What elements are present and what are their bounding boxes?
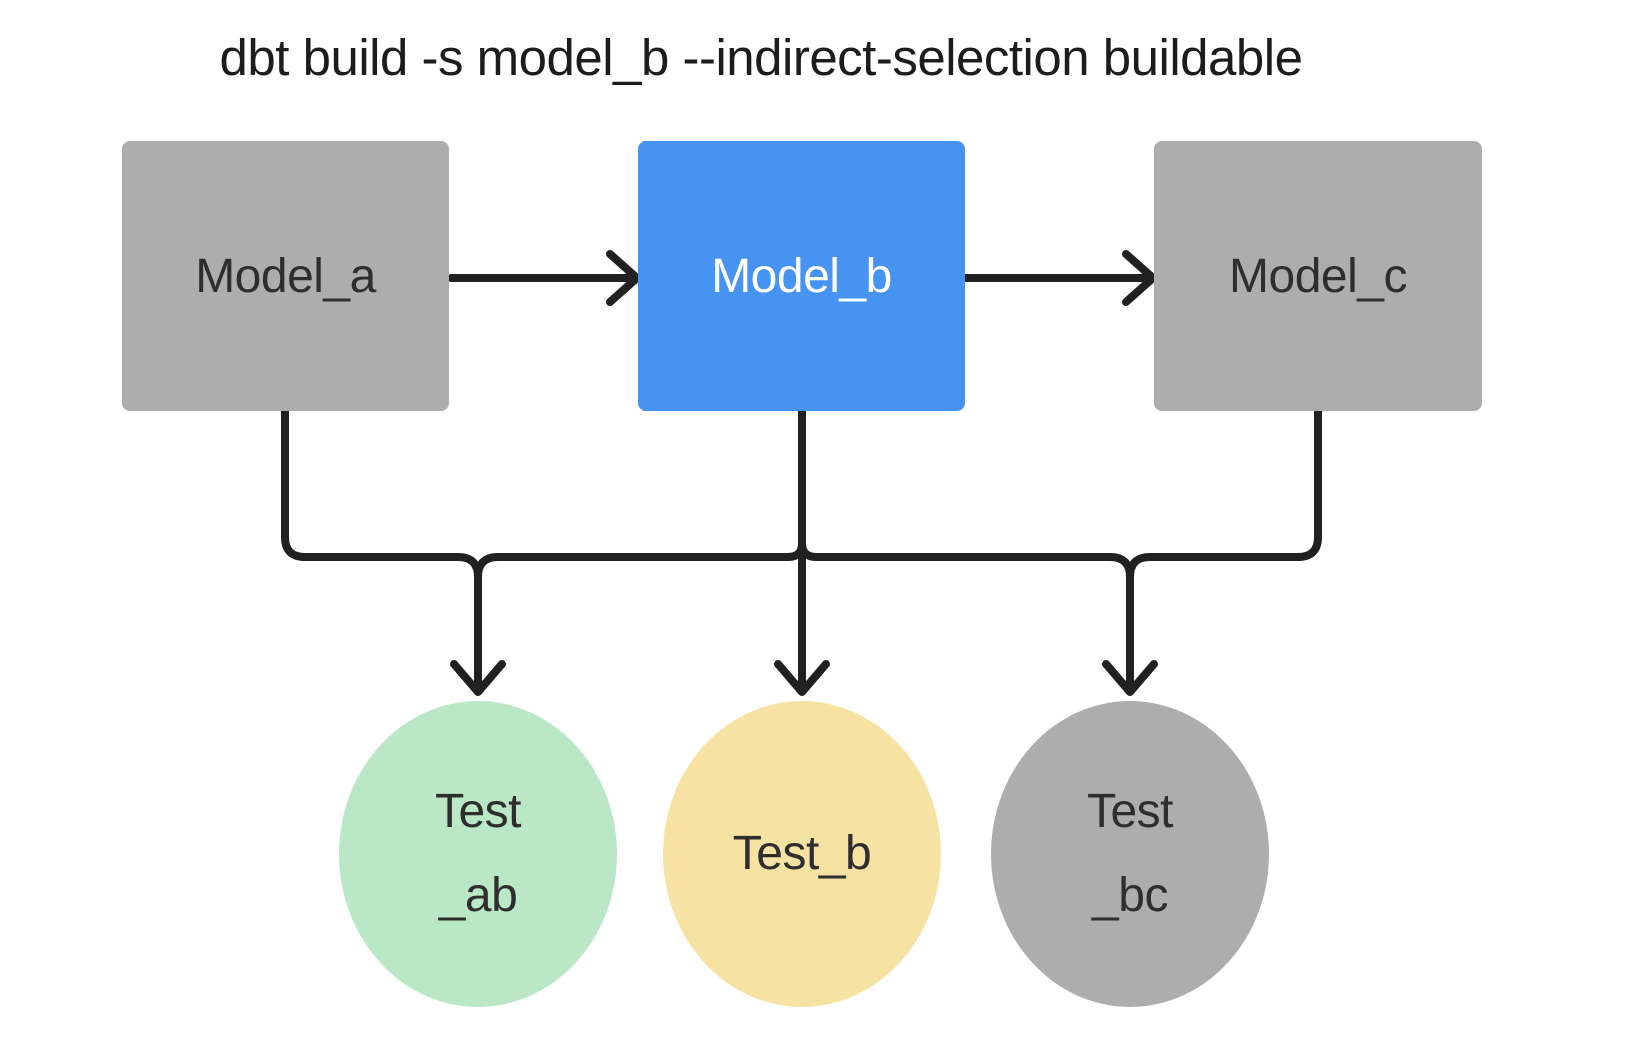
node-test-bc-label-line2: _bc [1092,869,1168,922]
arrowhead-down-icon [774,660,830,696]
edge-model-c-to-test-bc [1126,407,1322,581]
node-test-b-label-line1: Test_b [732,827,872,880]
node-model-a: Model_a [122,141,449,411]
arrowhead-down-icon [1102,660,1158,696]
arrowhead-right-icon [606,250,641,306]
edge-model-b-to-test-ab [474,539,806,581]
node-test-bc-label-line1: Test [1086,785,1174,838]
edge-model-a-to-test-ab [281,407,482,690]
arrowhead-right-icon [1122,250,1157,306]
diagram-title: dbt build -s model_b --indirect-selectio… [219,29,1303,86]
node-test-bc: Test _bc [991,701,1269,1007]
node-test-b: Test_b [663,701,941,1007]
node-model-b-label: Model_b [711,249,892,303]
node-model-c-label: Model_c [1229,249,1407,303]
edge-model-b-to-test-bc [798,539,1134,690]
node-model-b-selected: Model_b [638,141,965,411]
node-test-ab-label-line1: Test [434,785,522,838]
node-test-ab: Test _ab [339,701,617,1007]
node-model-a-label: Model_a [195,249,376,303]
node-model-c: Model_c [1154,141,1482,411]
node-test-ab-label-line2: _ab [438,869,518,922]
arrowhead-down-icon [450,660,506,696]
